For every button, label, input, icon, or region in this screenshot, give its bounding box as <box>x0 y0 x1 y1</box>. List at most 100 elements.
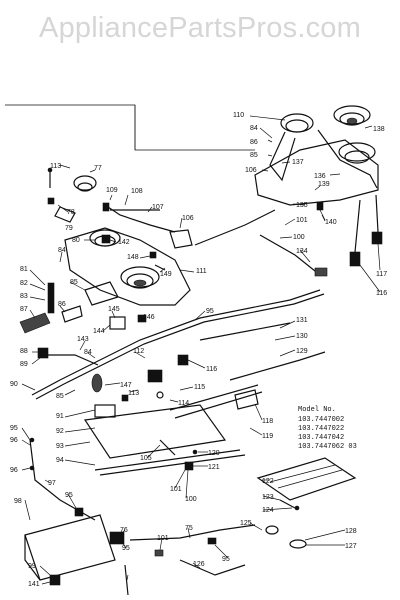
callout-144: 144 <box>93 328 105 335</box>
callout-130: 130 <box>296 333 308 340</box>
callout-118: 118 <box>262 418 273 425</box>
callout-99: 99 <box>28 563 36 570</box>
callout-114: 114 <box>178 400 189 407</box>
model-number-3: 103.7447042 <box>298 434 344 442</box>
callout-95: 95 <box>122 545 130 552</box>
callout-86: 86 <box>58 301 66 308</box>
manifold-and-valves <box>24 289 357 596</box>
callout-149: 149 <box>160 271 172 278</box>
callout-89: 89 <box>20 361 28 368</box>
callout-95: 95 <box>65 492 73 499</box>
callout-91: 91 <box>56 413 64 420</box>
callout-80: 80 <box>72 237 80 244</box>
callout-145: 145 <box>108 306 120 313</box>
callout-85: 85 <box>250 152 258 159</box>
callout-105: 105 <box>140 455 152 462</box>
callout-140: 140 <box>325 219 337 226</box>
callout-131: 131 <box>296 317 308 324</box>
callout-76: 76 <box>120 527 128 534</box>
callout-95: 95 <box>222 556 230 563</box>
callout-86: 86 <box>250 139 258 146</box>
callout-128: 128 <box>345 528 357 535</box>
model-title: Model No. <box>298 406 336 414</box>
model-numbers: Model No. 103.7447002 103.7447022 103.74… <box>298 406 357 451</box>
callout-88: 88 <box>20 348 28 355</box>
callout-123: 123 <box>262 494 274 501</box>
callout-108: 108 <box>131 188 143 195</box>
callout-92: 92 <box>56 428 64 435</box>
callout-96: 96 <box>10 437 18 444</box>
callout-125: 125 <box>240 520 252 527</box>
callout-100: 100 <box>293 234 305 241</box>
callout-117: 117 <box>376 271 387 278</box>
model-number-1: 103.7447002 <box>298 416 344 424</box>
callout-77: 77 <box>94 165 102 172</box>
callout-87: 87 <box>20 306 28 313</box>
callout-84: 84 <box>58 247 66 254</box>
callout-79: 79 <box>65 225 73 232</box>
callout-94: 94 <box>56 457 64 464</box>
front-burner-assembly <box>19 167 328 334</box>
callout-82: 82 <box>20 280 28 287</box>
callout-143: 143 <box>77 336 89 343</box>
callout-83: 83 <box>20 293 28 300</box>
callout-106: 106 <box>245 167 257 174</box>
callout-113: 113 <box>128 390 139 397</box>
model-number-4: 103.7447062 03 <box>298 443 357 451</box>
callout-85: 85 <box>70 279 78 286</box>
model-number-2: 103.7447022 <box>298 425 344 433</box>
callout-78: 78 <box>67 209 75 216</box>
callout-109: 109 <box>106 187 118 194</box>
callout-110: 110 <box>233 112 244 119</box>
callout-137: 137 <box>292 159 304 166</box>
callout-136: 136 <box>314 173 326 180</box>
callout-141: 141 <box>28 581 40 588</box>
callout-135: 135 <box>296 202 308 209</box>
callout-75: 75 <box>185 525 193 532</box>
callout-84: 84 <box>84 349 92 356</box>
callout-139: 139 <box>318 181 330 188</box>
callout-119: 119 <box>262 433 273 440</box>
callout-138: 138 <box>373 126 385 133</box>
callout-121: 121 <box>208 464 220 471</box>
callout-101: 101 <box>157 535 169 542</box>
leader-lines <box>21 115 381 585</box>
callout-84: 84 <box>250 125 258 132</box>
callout-146: 146 <box>143 314 155 321</box>
callout-148: 148 <box>127 254 139 261</box>
callout-116: 116 <box>206 366 217 373</box>
callout-107: 107 <box>152 204 164 211</box>
rear-burner-assembly <box>254 105 383 267</box>
callout-111: 111 <box>196 268 207 275</box>
diagram-frame <box>5 104 255 151</box>
callout-134: 134 <box>296 248 308 255</box>
callout-124: 124 <box>262 507 274 514</box>
callout-101: 101 <box>296 217 308 224</box>
callout-97: 97 <box>48 480 56 487</box>
callout-120: 120 <box>208 450 220 457</box>
callout-85: 85 <box>56 393 64 400</box>
callout-126: 126 <box>193 561 205 568</box>
callout-116: 116 <box>376 290 387 297</box>
callout-147: 147 <box>120 382 132 389</box>
callout-90: 90 <box>10 381 18 388</box>
callout-93: 93 <box>56 443 64 450</box>
callout-122: 122 <box>262 478 274 485</box>
callout-101: 101 <box>170 486 182 493</box>
callout-95: 95 <box>206 308 214 315</box>
callout-142: 142 <box>118 239 130 246</box>
callout-95: 95 <box>10 425 18 432</box>
callout-96: 96 <box>10 467 18 474</box>
callout-113: 113 <box>50 163 61 170</box>
callout-81: 81 <box>20 266 28 273</box>
callout-labels: 110 138 84 86 85 137 106 136 113 77 139 … <box>10 112 387 588</box>
callout-129: 129 <box>296 348 308 355</box>
callout-112: 112 <box>133 348 144 355</box>
site-watermark: AppliancePartsPros.com <box>39 12 361 44</box>
callout-106: 106 <box>182 215 194 222</box>
callout-98: 98 <box>14 498 22 505</box>
callout-127: 127 <box>345 543 357 550</box>
callout-100: 100 <box>185 496 197 503</box>
